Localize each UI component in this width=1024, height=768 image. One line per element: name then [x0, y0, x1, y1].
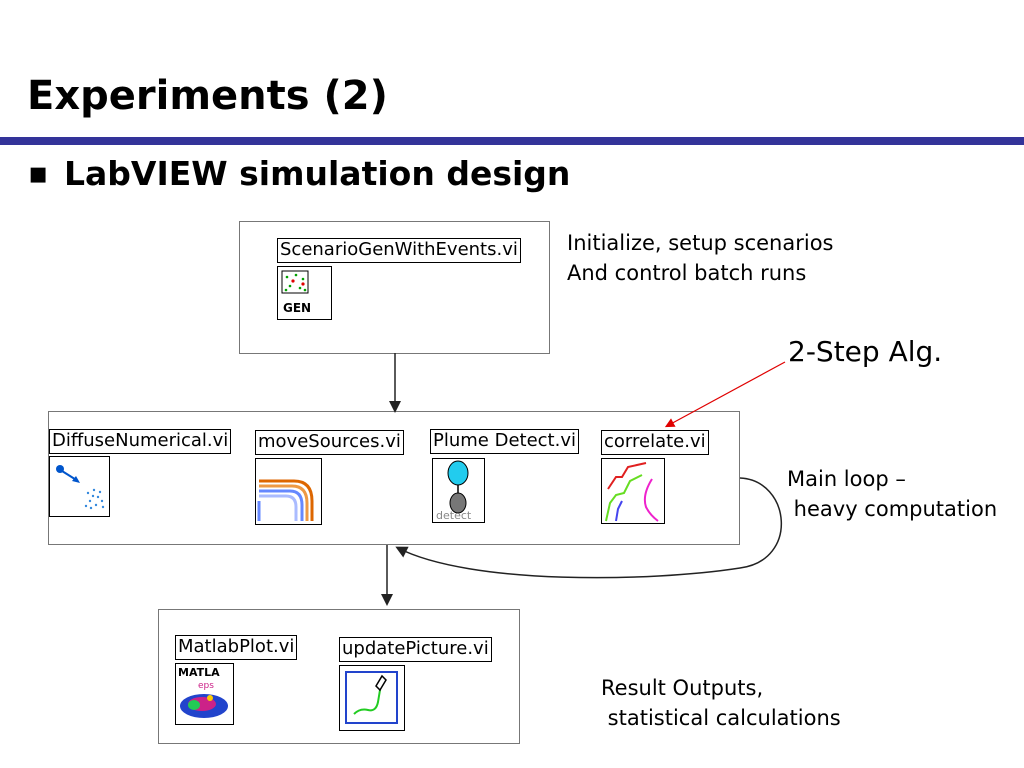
callout-arrow — [664, 361, 786, 428]
plume-detect-icon: detect — [432, 458, 485, 523]
eps-icon-text: eps — [198, 681, 214, 691]
output-note-line1: Result Outputs, — [601, 676, 764, 700]
main-loop-block: DiffuseNumerical.vi moveSources.vi Plume… — [48, 411, 740, 545]
vi-label-update-picture: updatePicture.vi — [339, 637, 492, 662]
vi-label-correlate: correlate.vi — [601, 430, 709, 455]
update-picture-icon — [339, 665, 405, 731]
move-sources-icon — [255, 458, 322, 525]
vi-label-matlab-plot: MatlabPlot.vi — [175, 635, 298, 660]
init-block: ScenarioGenWithEvents.vi GEN — [239, 221, 550, 354]
init-note-line2: And control batch runs — [567, 261, 807, 285]
scenario-gen-icon: GEN — [277, 266, 332, 320]
diffuse-numerical-icon — [49, 456, 110, 517]
two-step-callout: 2-Step Alg. — [788, 335, 943, 368]
slide-subtitle: LabVIEW simulation design — [64, 154, 571, 193]
loop-note-line1: Main loop – — [787, 467, 906, 491]
bullet-marker: ▪ — [28, 156, 49, 191]
matlab-icon-text: MATLA — [178, 666, 220, 679]
init-note-line1: Initialize, setup scenarios — [567, 231, 834, 255]
output-block: MatlabPlot.vi MATLA eps updatePicture.vi — [158, 609, 520, 744]
loop-back-arrow — [395, 477, 782, 579]
vi-label-plume-detect: Plume Detect.vi — [430, 429, 579, 454]
vi-label-move-sources: moveSources.vi — [255, 430, 404, 455]
detect-icon-text: detect — [436, 509, 472, 521]
loop-note-line2: heavy computation — [787, 497, 998, 521]
slide-title: Experiments (2) — [27, 73, 388, 119]
title-rule — [0, 137, 1024, 145]
vi-label-scenario-gen: ScenarioGenWithEvents.vi — [277, 238, 521, 263]
gen-icon-text: GEN — [283, 301, 311, 315]
vi-label-diffuse-numerical: DiffuseNumerical.vi — [49, 429, 232, 454]
output-note-line2: statistical calculations — [601, 706, 841, 730]
matlab-plot-icon: MATLA eps — [175, 663, 234, 725]
correlate-icon — [601, 458, 665, 524]
